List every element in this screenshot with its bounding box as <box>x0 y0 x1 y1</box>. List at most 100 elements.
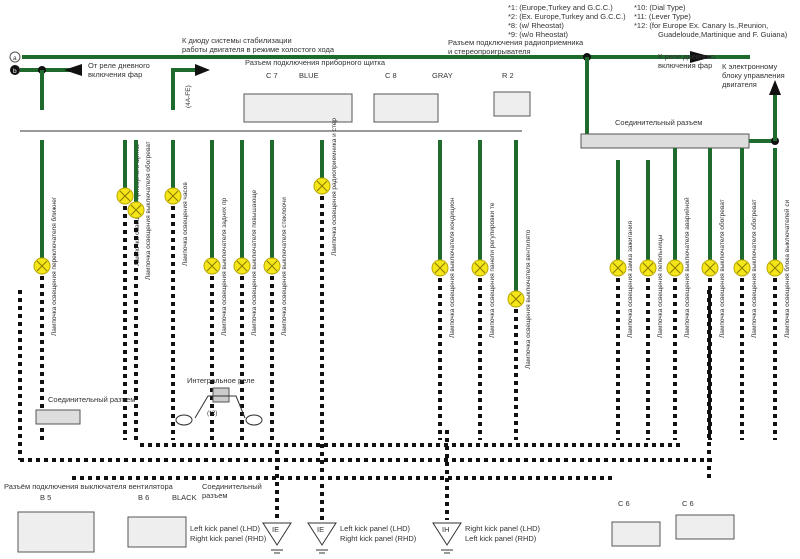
ground-location: Left kick panel (LHD) <box>340 524 411 533</box>
ground-location: Right kick panel (RHD) <box>340 534 417 543</box>
ground-bus <box>18 290 712 520</box>
joint-connector-left: Соединительный разъем <box>35 395 135 425</box>
lamp-cross <box>642 262 654 274</box>
c8-color: GRAY <box>432 71 453 80</box>
lamp-label: Лампочка освещения замка зажигания <box>627 220 634 338</box>
to-ecu-label: двигателя <box>722 80 757 89</box>
lamp-cross <box>669 262 681 274</box>
lamp-label: Лампочка освещения блока выключателей си <box>783 199 791 338</box>
lamp-cross <box>510 293 522 305</box>
joint-label: Соединительный <box>202 482 262 491</box>
ground-code: IE <box>317 525 324 534</box>
lamp-branches: Лампочка освещения переключателя ближнег… <box>33 118 791 440</box>
lamp-label: Лампочка освещения выключателя обогреват <box>750 199 758 338</box>
lamp-cross <box>704 262 716 274</box>
ground-code: IH <box>442 525 450 534</box>
from-drl-relay-label: включения фар <box>88 70 142 79</box>
to-ecu-label: К электронному <box>722 62 778 71</box>
joint-connector-top: Соединительный разъем К электронному бло… <box>580 57 785 149</box>
bus-b-label: b <box>13 68 17 75</box>
joint-connector <box>580 133 750 149</box>
lamp-label: Лампочка освещения выключателя обогреват <box>718 199 726 338</box>
note: Guadeloude,Martinique and F. Guiana) <box>658 30 788 39</box>
footnotes: *1: (Europe,Turkey and G.C.C.) *2: (Ex. … <box>508 3 788 39</box>
b5-label: B 5 <box>40 493 51 502</box>
lamp-cross <box>474 262 486 274</box>
c6m-label: C 6 <box>682 499 694 508</box>
instrument-connector-label: Разъем подключения приборного щитка <box>245 58 386 67</box>
r2-label: R 2 <box>502 71 514 80</box>
joint-connector-label: Соединительный разъем <box>48 395 135 404</box>
lamp-label: Лампочка освещения выключателя повышающе <box>251 189 258 336</box>
integral-relay-label: Интегральное реле <box>187 376 255 385</box>
ground-location: Left kick panel (LHD) <box>190 524 261 533</box>
b6-label: B 6 <box>138 493 149 502</box>
radio-connector-label: и стереопроигрывателя <box>448 47 531 56</box>
idle-diode-label: работы двигателя в режиме холостого хода <box>182 45 335 54</box>
lamp-cross <box>206 260 218 272</box>
note: *12: (for Europe Ex. Canary Is.,Reunion, <box>634 21 768 30</box>
connector-b5 <box>17 511 95 553</box>
b6-color: BLACK <box>172 493 197 502</box>
connector-c6l <box>611 521 661 547</box>
lamp-cross <box>119 190 131 202</box>
arrow-icon <box>690 51 712 63</box>
lamp-label: Лампочка освещения выключателя задних пр <box>221 198 228 336</box>
ground-icon <box>262 522 292 554</box>
lamp-label: Лампочка освещения переключателя ближнег <box>50 196 58 336</box>
radio-connector-label: Разъем подключения радиоприемника <box>448 38 584 47</box>
connector-c6m <box>675 514 735 540</box>
lamp-cross <box>769 262 781 274</box>
c8-label: C 8 <box>385 71 397 80</box>
idle-diode-label: К диоду системы стабилизации <box>182 36 292 45</box>
bottom-connectors: Разъём подключения выключателя вентилято… <box>4 482 735 553</box>
joint-connector-label: Соединительный разъем <box>615 118 702 127</box>
ground-icon <box>432 522 462 554</box>
lamp-label: Лампочка освещения радиоприемника и стер <box>331 118 338 256</box>
c7-color: BLUE <box>299 71 319 80</box>
note: *2: (Ex. Europe,Turkey and G.C.C.) <box>508 12 626 21</box>
integral-relay: Интегральное реле (*2) <box>175 376 263 426</box>
bus-b: b От реле дневного включения фар (4A-FE) <box>10 61 210 110</box>
lamp-label: Лампочка освещения пепельницы <box>657 234 664 338</box>
note: *1: (Europe,Turkey and G.C.C.) <box>508 3 613 12</box>
lamp-cross <box>236 260 248 272</box>
lamp-cross <box>316 180 328 192</box>
to-ecu-label: блоку управления <box>722 71 785 80</box>
note: *11: (Lever Type) <box>634 12 691 21</box>
arrow-icon <box>64 64 82 76</box>
connector-1e <box>175 414 193 426</box>
lamp-cross <box>167 190 179 202</box>
ground-location: Left kick panel (RHD) <box>465 534 537 543</box>
note-ref: (*2) <box>207 410 217 417</box>
lamp-label: Лампочка освещения выключателя кондицион <box>449 197 456 338</box>
connector-c8 <box>373 93 439 123</box>
bus-a-label: a <box>13 55 17 62</box>
instrument-connectors: Разъем подключения приборного щитка C 7 … <box>20 58 531 132</box>
connector-b6 <box>127 516 187 548</box>
connector-1a <box>245 414 263 426</box>
ground-location: Right kick panel (LHD) <box>465 524 541 533</box>
lamp-label: Лампочка освещения панели регулировки те <box>489 202 496 338</box>
from-drl-relay-label: От реле дневного <box>88 61 150 70</box>
to-drl-relay-label: включения фар <box>658 61 712 70</box>
lamp-label: Лампочка освещения выключателя вентилято <box>525 229 532 369</box>
lamp-cross <box>36 260 48 272</box>
lamp-cross <box>130 204 142 216</box>
ground-icon <box>307 522 337 554</box>
c7-label: C 7 <box>266 71 278 80</box>
connector-c7 <box>243 93 353 123</box>
lamp-label: Лампочка освещения часов <box>182 182 189 266</box>
lamp-label: Лампочка освещения выключателя стеклоочи <box>281 197 288 336</box>
b5-title: Разъём подключения выключателя вентилято… <box>4 482 174 491</box>
lamp-cross <box>434 262 446 274</box>
lamp-cross <box>266 260 278 272</box>
ground-code: IE <box>272 525 279 534</box>
lamp-cross <box>736 262 748 274</box>
bus-a: a К диоду системы стабилизации работы дв… <box>9 36 750 70</box>
lamp-label: Лампочка освещения выключателя аварийной <box>683 197 691 338</box>
ground-location: Right kick panel (RHD) <box>190 534 267 543</box>
c6l-label: C 6 <box>618 499 630 508</box>
